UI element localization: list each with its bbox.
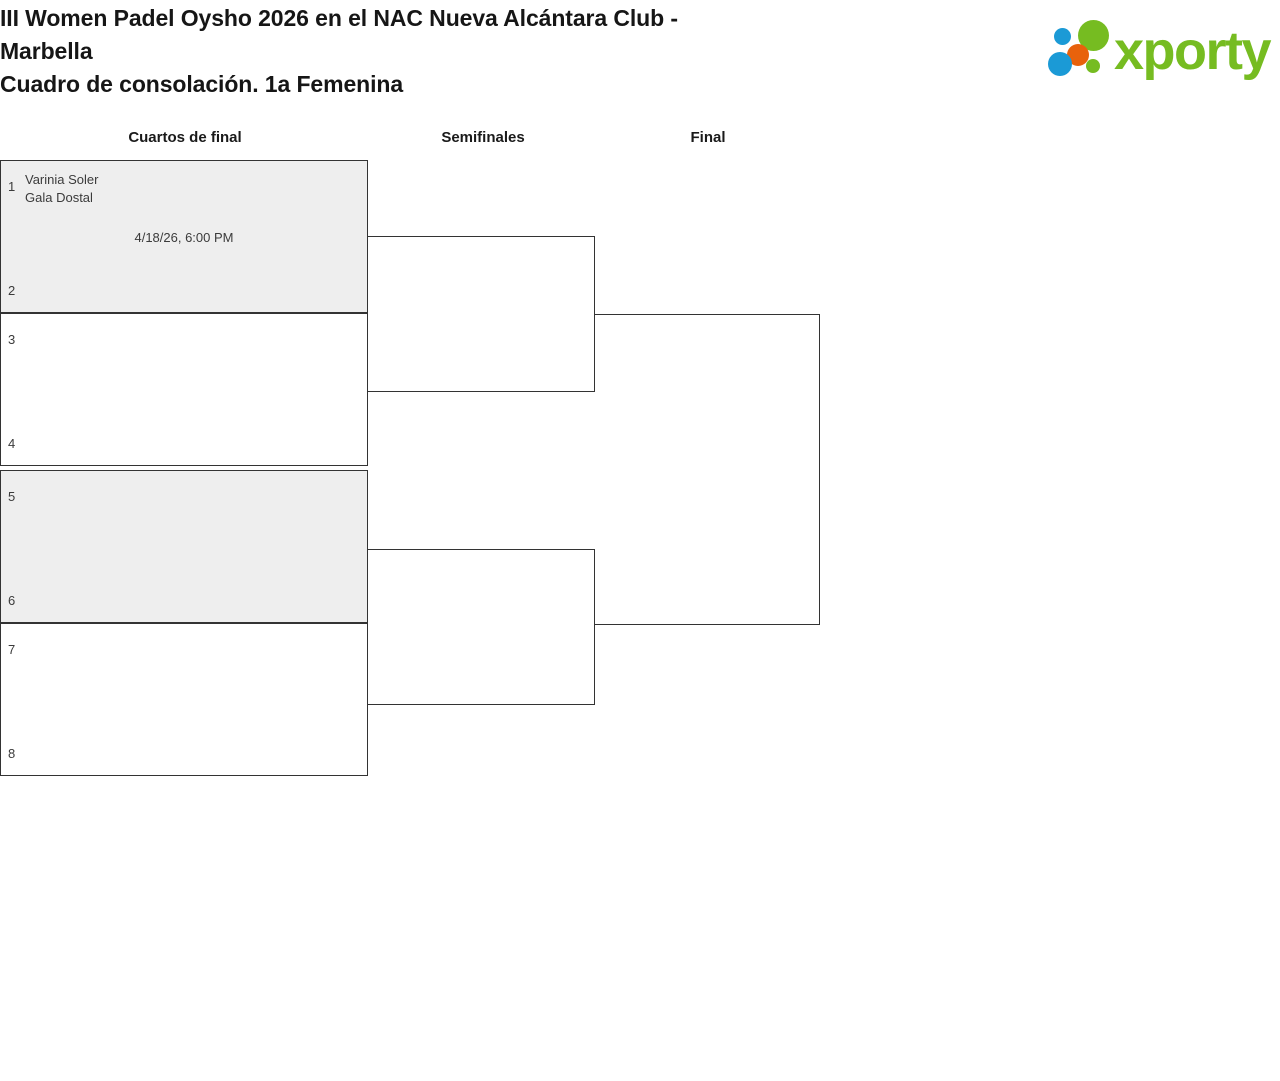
xporty-logo[interactable]: xporty (1048, 18, 1276, 86)
match-quarterfinal-2[interactable]: 3 4 (0, 313, 368, 466)
match-quarterfinal-3[interactable]: 5 6 (0, 470, 368, 623)
seed-number-8: 8 (8, 746, 16, 761)
player-name: Gala Dostal (25, 190, 93, 205)
logo-dots-icon (1048, 20, 1120, 82)
match-quarterfinal-4[interactable]: 7 8 (0, 623, 368, 776)
dot-blue-small-icon (1054, 28, 1071, 45)
seed-number-3: 3 (8, 332, 16, 347)
seed-number-4: 4 (8, 436, 16, 451)
page-header: III Women Padel Oysho 2026 en el NAC Nue… (0, 0, 1280, 110)
match-semifinal-1[interactable] (368, 236, 595, 392)
seed-number-1: 1 (8, 179, 16, 194)
round-header-semifinals: Semifinales (441, 129, 525, 146)
tournament-bracket: 1 Varinia Soler Gala Dostal 4/18/26, 6:0… (0, 160, 830, 785)
dot-green-small-icon (1086, 59, 1100, 73)
page-title: III Women Padel Oysho 2026 en el NAC Nue… (0, 2, 830, 101)
title-line-1: III Women Padel Oysho 2026 en el NAC Nue… (0, 5, 678, 31)
round-header-quarterfinals: Cuartos de final (128, 129, 242, 146)
seed-number-6: 6 (8, 593, 16, 608)
match-semifinal-2[interactable] (368, 549, 595, 705)
match-final-1[interactable] (594, 314, 820, 625)
title-line-2: Marbella (0, 38, 93, 64)
match-date-quarterfinal-1: 4/18/26, 6:00 PM (134, 230, 234, 245)
team-quarterfinal-1-top: Varinia Soler Gala Dostal (25, 171, 359, 207)
dot-blue-large-icon (1048, 52, 1072, 76)
seed-number-7: 7 (8, 642, 16, 657)
round-header-final: Final (690, 129, 726, 146)
match-quarterfinal-1[interactable]: 1 Varinia Soler Gala Dostal 4/18/26, 6:0… (0, 160, 368, 313)
dot-orange-icon (1067, 44, 1089, 66)
player-name: Varinia Soler (25, 172, 99, 187)
logo-wordmark: xporty (1114, 21, 1272, 81)
title-line-3: Cuadro de consolación. 1a Femenina (0, 71, 404, 97)
seed-number-5: 5 (8, 489, 16, 504)
seed-number-2: 2 (8, 283, 16, 298)
